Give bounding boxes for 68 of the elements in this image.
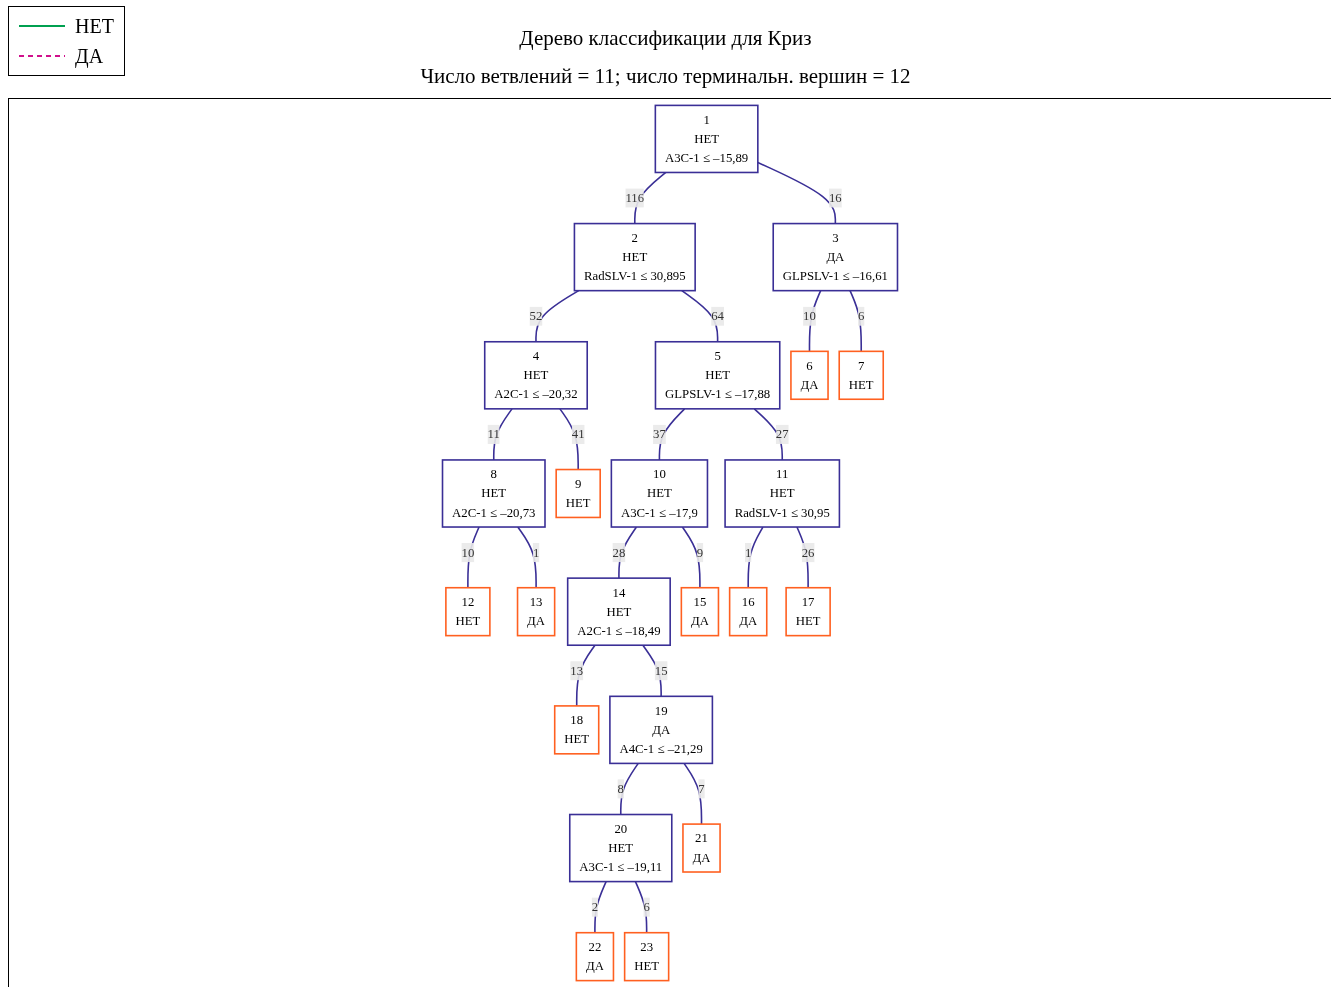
node-box: 21 ДА bbox=[682, 823, 721, 873]
connector bbox=[559, 408, 579, 471]
edge-label: 1 bbox=[745, 545, 752, 559]
connector bbox=[517, 526, 537, 589]
node-box: 6 ДА bbox=[790, 350, 829, 401]
node-box: 18 НЕТ bbox=[553, 705, 600, 755]
edge-label: 2 bbox=[591, 899, 599, 914]
node-box: 13 ДА bbox=[516, 586, 556, 637]
edge-label: 9 bbox=[696, 545, 704, 559]
node-box: 19 ДА A4C-1 ≤ –21,29 bbox=[609, 695, 714, 765]
node-box: 12 НЕТ bbox=[445, 586, 491, 637]
connector bbox=[753, 408, 784, 461]
node-box: 4 НЕТ A2C-1 ≤ –20,32 bbox=[483, 340, 588, 410]
edge-label: 6 bbox=[858, 309, 865, 323]
node-box: 11 НЕТ RadSLV-1 ≤ 30,95 bbox=[724, 459, 841, 528]
edge-label: 27 bbox=[775, 427, 789, 441]
node-box: 5 НЕТ GLPSLV-1 ≤ –17,88 bbox=[654, 340, 781, 410]
connector bbox=[634, 171, 667, 225]
edge-label: 10 bbox=[461, 545, 475, 559]
legend-label: ДА bbox=[75, 44, 104, 68]
node-box: 22 ДА bbox=[575, 931, 615, 982]
edge-label: 116 bbox=[625, 190, 645, 205]
edge-label: 52 bbox=[529, 309, 543, 323]
legend-label: НЕТ bbox=[75, 14, 114, 38]
node-box: 15 ДА bbox=[680, 586, 720, 637]
edge-label: 11 bbox=[487, 427, 500, 441]
connector bbox=[681, 526, 701, 589]
connector bbox=[849, 289, 862, 353]
connector bbox=[618, 526, 638, 579]
connector bbox=[492, 408, 513, 461]
diagram-title: Дерево классификации для Криз bbox=[519, 26, 812, 51]
tree-summary: Число ветвлений = 11; число терминальн. вершин = 12 bbox=[420, 64, 911, 89]
node-box: 2 НЕТ RadSLV-1 ≤ 30,895 bbox=[573, 222, 696, 292]
node-box: 3 ДА GLPSLV-1 ≤ –16,61 bbox=[772, 222, 899, 292]
connector bbox=[619, 762, 640, 816]
node-box: 10 НЕТ A3C-1 ≤ –17,9 bbox=[610, 459, 709, 528]
edge-label: 28 bbox=[612, 545, 626, 559]
node-box: 8 НЕТ A2C-1 ≤ –20,73 bbox=[441, 459, 546, 528]
connector bbox=[747, 526, 764, 589]
edge-label: 41 bbox=[571, 427, 585, 441]
edge-label: 16 bbox=[828, 190, 842, 205]
node-box: 1 НЕТ A3C-1 ≤ –15,89 bbox=[654, 104, 759, 174]
edge-label: 64 bbox=[711, 309, 724, 323]
connector bbox=[683, 762, 703, 825]
connector bbox=[757, 161, 837, 225]
node-box: 9 НЕТ bbox=[555, 468, 601, 519]
connector bbox=[796, 526, 809, 589]
edge-label: 7 bbox=[698, 781, 705, 796]
connector bbox=[681, 289, 719, 343]
edge-label: 13 bbox=[570, 663, 584, 678]
node-box: 7 НЕТ bbox=[838, 350, 885, 401]
edge-label: 26 bbox=[801, 545, 815, 559]
edge-label: 10 bbox=[803, 309, 816, 323]
connector bbox=[535, 289, 580, 343]
edge-label: 8 bbox=[617, 781, 624, 796]
edge-label: 6 bbox=[643, 899, 650, 914]
node-box: 17 НЕТ bbox=[785, 586, 831, 637]
edge-label: 15 bbox=[654, 663, 668, 678]
node-box: 23 НЕТ bbox=[623, 931, 670, 982]
connector bbox=[467, 526, 480, 589]
node-box: 20 НЕТ A3C-1 ≤ –19,11 bbox=[568, 813, 673, 883]
edge-label: 1 bbox=[532, 545, 540, 559]
node-box: 16 ДА bbox=[728, 586, 768, 637]
connector bbox=[658, 408, 686, 461]
connector bbox=[594, 880, 607, 934]
edge-label: 37 bbox=[653, 427, 666, 441]
node-box: 14 НЕТ A2C-1 ≤ –18,49 bbox=[566, 577, 671, 646]
connector bbox=[575, 644, 596, 707]
